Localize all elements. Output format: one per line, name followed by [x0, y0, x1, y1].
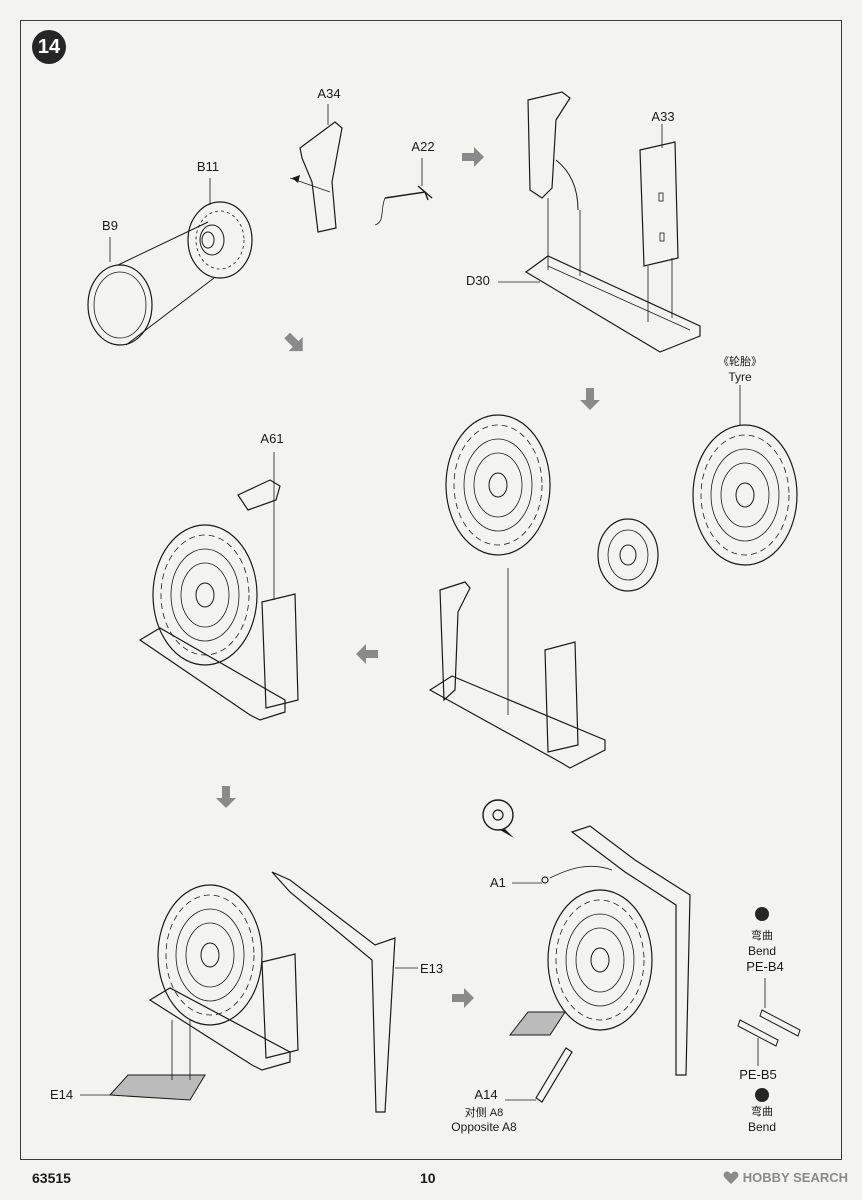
label-a14: A14 [474, 1087, 498, 1102]
label-a33: A33 [651, 109, 675, 124]
label-e13: E13 [420, 961, 444, 976]
label-bend-bottom-cn: 弯曲 [751, 1106, 773, 1118]
page-number: 10 [420, 1170, 436, 1186]
wheel-hub-b11-drawing [187, 178, 253, 279]
label-a22: A22 [411, 139, 435, 154]
watermark: HOBBY SEARCH [723, 1170, 848, 1185]
final-assembly-drawing [505, 825, 801, 1103]
bottom-left-assembly-drawing [80, 871, 418, 1113]
kit-number: 63515 [32, 1170, 71, 1186]
rim-b9-drawing [87, 221, 215, 346]
step-number-badge: 14 [32, 30, 66, 64]
page-frame [20, 20, 842, 1160]
mounted-wheel-drawing [138, 452, 299, 721]
heart-icon [723, 1171, 739, 1184]
bracket-a34-drawing [289, 104, 343, 233]
label-d30: D30 [466, 273, 490, 288]
label-a61: A61 [260, 431, 284, 446]
label-b9: B9 [102, 218, 118, 233]
label-e14: E14 [50, 1087, 74, 1102]
label-tyre-en: Tyre [728, 370, 752, 384]
label-pe-b4: PE-B4 [746, 959, 784, 974]
wheel-assembly-drawing [428, 385, 798, 769]
label-tyre-cn: 《轮胎》 [718, 356, 762, 368]
label-a1: A1 [490, 875, 506, 890]
label-a34: A34 [317, 86, 341, 101]
label-bend-top-en: Bend [747, 944, 777, 958]
label-opposite-en: Opposite A8 [451, 1120, 517, 1134]
label-b11: B11 [196, 159, 220, 174]
frame-d30-drawing [498, 91, 701, 353]
label-bend-top-cn: 弯曲 [751, 930, 773, 942]
label-pe-b5: PE-B5 [739, 1067, 777, 1082]
label-opposite-cn: 对侧 A8 [464, 1107, 504, 1119]
reference-icon [482, 799, 514, 838]
rod-a22-drawing [374, 158, 433, 226]
watermark-text: HOBBY SEARCH [742, 1170, 848, 1185]
label-bend-bottom-en: Bend [747, 1120, 777, 1134]
